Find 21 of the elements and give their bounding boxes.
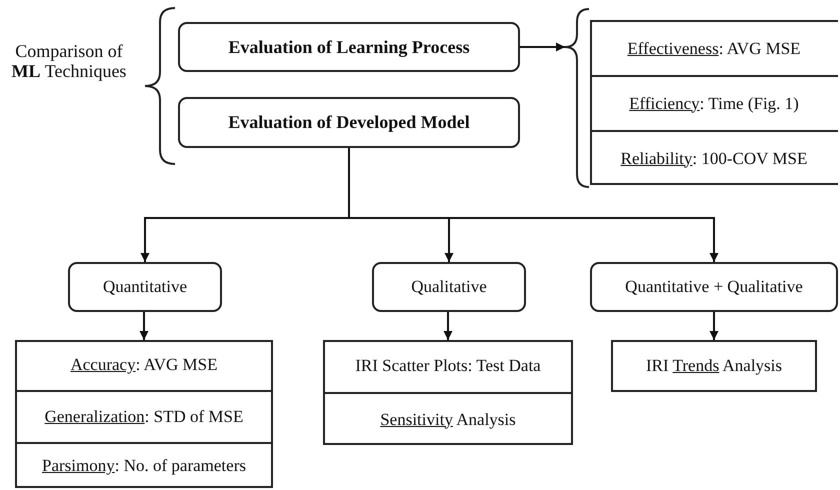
table-row: Effectiveness: AVG MSE [590, 20, 838, 75]
arrow [444, 312, 452, 340]
arrow [140, 312, 148, 340]
table-box [15, 340, 273, 488]
table-row: Generalization: STD of MSE [17, 390, 271, 442]
category-box: Qualitative [372, 262, 526, 312]
table-row: Parsimony: No. of parameters [17, 442, 271, 488]
result-box: IRI Trends Analysis [611, 340, 817, 392]
table-row: Sensitivity Analysis [325, 392, 571, 445]
table-box [323, 340, 573, 445]
table-row: Accuracy: AVG MSE [17, 340, 271, 390]
arrow [710, 312, 718, 340]
category-box: Quantitative + Qualitative [590, 262, 838, 312]
process-box: Evaluation of Developed Model [178, 97, 520, 148]
group-label: Comparison of ML Techniques [10, 42, 128, 82]
table-row: Efficiency: Time (Fig. 1) [590, 75, 838, 130]
arrow [520, 42, 565, 52]
process-box: Evaluation of Learning Process [178, 22, 520, 72]
table-row: Reliability: 100-COV MSE [590, 130, 838, 185]
table-row: IRI Scatter Plots: Test Data [325, 340, 571, 392]
category-box: Quantitative [68, 262, 222, 312]
